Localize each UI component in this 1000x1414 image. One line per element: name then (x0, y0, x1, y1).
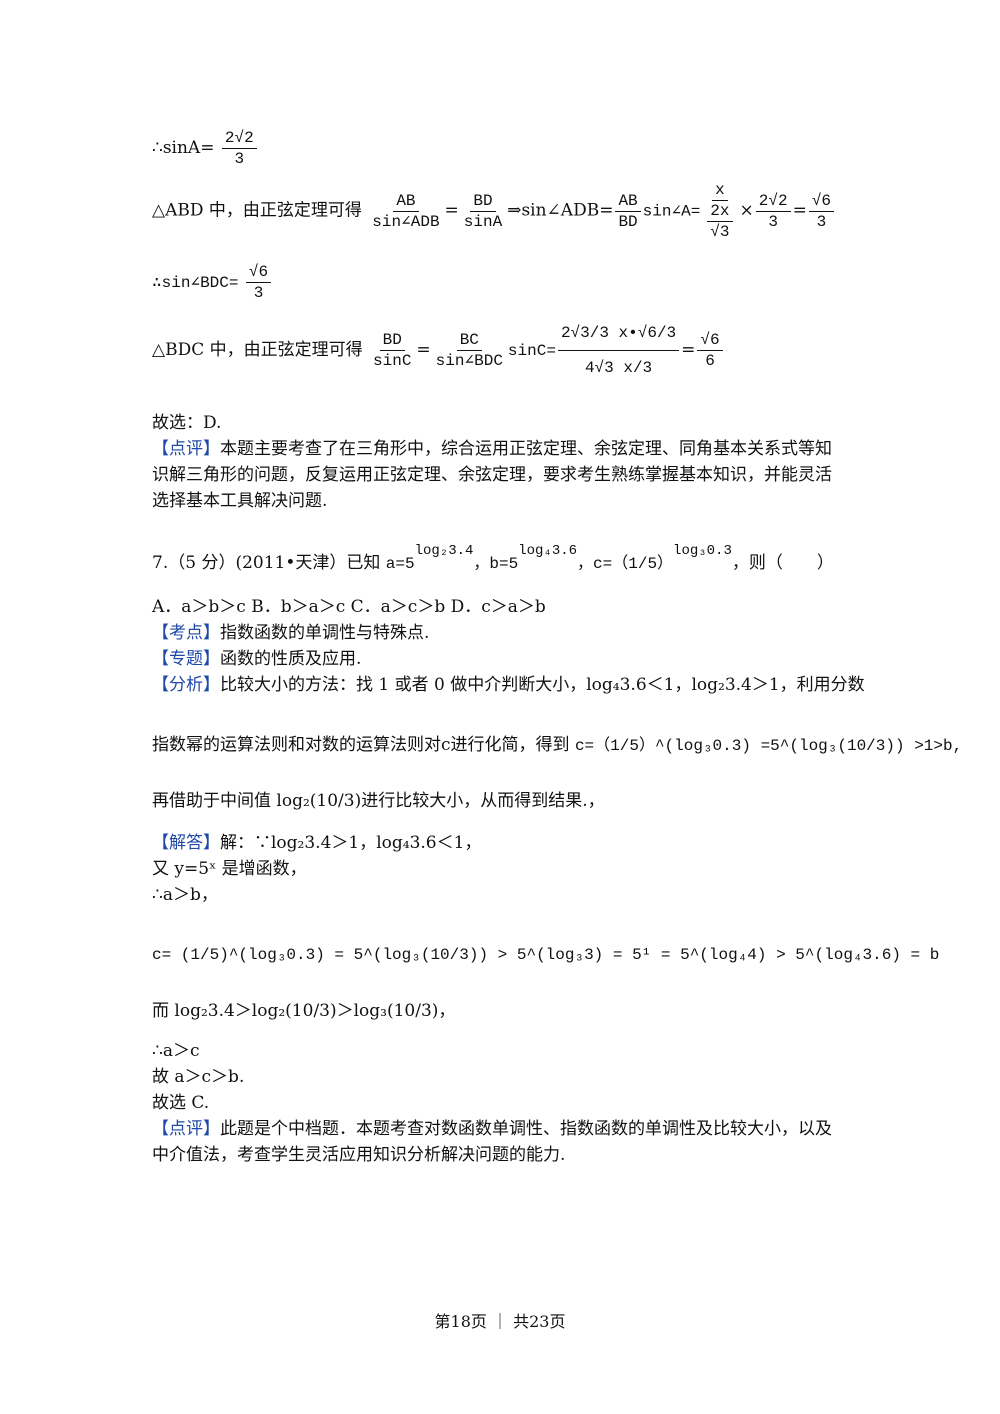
analysis-line-2: 指数幂的运算法则和对数的运算法则对c进行化简，得到 c=（1/5）^(log₃0… (152, 732, 962, 759)
text: a=5 (385, 555, 415, 573)
numerator: BD (470, 191, 496, 212)
review-line-3: 选择基本工具解决问题. (152, 491, 328, 511)
fraction: x 2x √3 (702, 180, 737, 242)
zhuanti-line: 【专题】函数的性质及应用. (152, 646, 361, 672)
question-7-options: A．a＞b＞c B．b＞a＞c C．a＞c＞b D．c＞a＞b (152, 597, 546, 617)
denominator: sinA (463, 212, 503, 231)
solution-line-2: 又 y=5ˣ 是增函数， (152, 859, 307, 879)
denominator: 4√3 x/3 (584, 359, 653, 377)
question-7-stem: 7.（5 分）(2011•天津）已知 a=5log₂3.4，b=5log₄3.6… (152, 543, 834, 578)
denominator: 3 (234, 150, 245, 168)
numerator: √6 (808, 191, 835, 212)
text: ，则（ ） (731, 553, 834, 573)
text: sinC= (507, 342, 556, 360)
comment-line-1: 【点评】此题是个中档题．本题考查对数函数单调性、指数函数的单调性及比较大小，以及 (152, 1116, 832, 1142)
fraction: √6 3 (245, 262, 272, 303)
denominator: BD (618, 212, 638, 231)
review-line-1: 【点评】本题主要考查了在三角形中，综合运用正弦定理、余弦定理、同角基本关系式等知 (152, 436, 832, 462)
kaodian-line: 【考点】指数函数的单调性与特殊点. (152, 620, 429, 646)
numerator: x (712, 180, 728, 201)
analysis-line-1: 【分析】比较大小的方法：找 1 或者 0 做中介判断大小，log₄3.6＜1，l… (152, 672, 865, 698)
sinBDC-line: ∴sin∠BDC= √6 3 (152, 262, 273, 303)
solution-line-8: 故选 C. (152, 1093, 210, 1113)
fraction: 2√2 3 (221, 128, 257, 169)
fraction: BC sin∠BDC (433, 330, 506, 371)
fraction: AB sin∠ADB (369, 191, 442, 232)
fraction: AB BD (615, 191, 641, 232)
solution-line-1: 【解答】解：∵log₂3.4＞1，log₄3.6＜1， (152, 830, 481, 856)
analysis-tag: 【分析】 (152, 675, 220, 695)
numerator: AB (393, 191, 419, 212)
bdc-line: △BDC 中，由正弦定理可得 BD sinC = BC sin∠BDC sinC… (152, 316, 725, 385)
denominator: sin∠ADB (372, 212, 440, 231)
text: ⇒sin∠ADB= (507, 200, 614, 221)
numerator: BD (379, 330, 405, 351)
numerator: 2x (707, 201, 733, 222)
fraction: 2√2 3 (755, 191, 791, 232)
text: 7.（5 分）(2011•天津）已知 (152, 553, 381, 573)
fraction: BD sinC (370, 330, 414, 371)
text: 指数函数的单调性与特殊点. (220, 623, 430, 643)
denominator: 2x √3 (702, 201, 737, 242)
text: ∴sinA= (152, 138, 215, 158)
analysis-line-3: 再借助于中间值 log₂(10/3)进行比较大小，从而得到结果.， (152, 791, 605, 811)
fraction: √6 3 (808, 191, 835, 232)
numerator: 2√3/3 x•√6/3 (557, 316, 680, 351)
text: ∴sin∠BDC= (152, 274, 239, 292)
numerator: √6 (697, 330, 723, 351)
answer-line: 故选：D. (152, 413, 222, 433)
denominator: 6 (705, 352, 715, 370)
page-footer: 第18页 ｜ 共23页 (434, 1312, 566, 1331)
review-line-2: 识解三角形的问题，反复运用正弦定理、余弦定理，要求考生熟练掌握基本知识，并能灵活 (152, 465, 832, 485)
fraction: 2x √3 (707, 201, 733, 242)
solution-line-4: c= (1/5)^(log₃0.3) = 5^(log₃(10/3)) > 5^… (152, 946, 940, 964)
solution-tag: 【解答】 (152, 833, 220, 853)
solution-line-7: 故 a＞c＞b. (152, 1067, 245, 1087)
fraction: √6 6 (697, 330, 723, 371)
abd-line: △ABD 中，由正弦定理可得 AB sin∠ADB = BD sinA ⇒sin… (152, 180, 836, 242)
exponent: log₃0.3 (673, 543, 732, 559)
exponent: log₂3.4 (414, 543, 474, 559)
solution-line-6: ∴a＞c (152, 1041, 200, 1061)
sinA-line: ∴sinA= 2√2 3 (152, 128, 259, 169)
text: = (792, 200, 807, 221)
denominator: 3 (253, 284, 264, 302)
denominator: √3 (710, 223, 730, 241)
denominator: 3 (816, 212, 827, 231)
numerator: 2√2 (755, 191, 791, 212)
text: △BDC 中，由正弦定理可得 (152, 340, 363, 360)
text: ，c=（1/5） (577, 555, 674, 573)
exponent: log₄3.6 (518, 543, 578, 559)
formula: c=（1/5）^(log₃0.3) =5^(log₃(10/3)) >1>b, (574, 737, 963, 755)
denominator: 3 (768, 212, 778, 231)
comment-tag: 【点评】 (152, 1119, 220, 1139)
numerator: BC (456, 330, 482, 351)
numerator: 2√2 (221, 128, 257, 149)
text: 解：∵log₂3.4＞1，log₄3.6＜1， (220, 833, 482, 853)
text: 指数幂的运算法则和对数的运算法则对c进行化简，得到 (152, 735, 570, 755)
numerator: √6 (245, 262, 272, 283)
text: × (739, 200, 754, 221)
text: 此题是个中档题．本题考查对数函数单调性、指数函数的单调性及比较大小，以及 (220, 1119, 832, 1139)
numerator: AB (615, 191, 641, 212)
comment-line-2: 中介值法，考查学生灵活应用知识分析解决问题的能力. (152, 1145, 566, 1165)
text: ，b=5 (473, 555, 519, 573)
text: sin∠A= (642, 202, 701, 221)
fraction: 2√3/3 x•√6/3 4√3 x/3 (557, 316, 680, 385)
solution-line-5: 而 log₂3.4＞log₂(10/3)＞log₃(10/3)， (152, 1001, 456, 1021)
solution-line-3: ∴a＞b， (152, 885, 218, 905)
text: 比较大小的方法：找 1 或者 0 做中介判断大小，log₄3.6＜1，log₂3… (220, 675, 865, 695)
fraction: BD sinA (461, 191, 505, 232)
denominator: sin∠BDC (435, 352, 503, 370)
text: △ABD 中，由正弦定理可得 (152, 200, 362, 221)
text: 函数的性质及应用. (220, 649, 362, 669)
zhuanti-tag: 【专题】 (152, 649, 220, 669)
review-tag: 【点评】 (152, 439, 220, 459)
text: 本题主要考查了在三角形中，综合运用正弦定理、余弦定理、同角基本关系式等知 (220, 439, 832, 459)
kaodian-tag: 【考点】 (152, 623, 220, 643)
denominator: sinC (373, 352, 412, 370)
